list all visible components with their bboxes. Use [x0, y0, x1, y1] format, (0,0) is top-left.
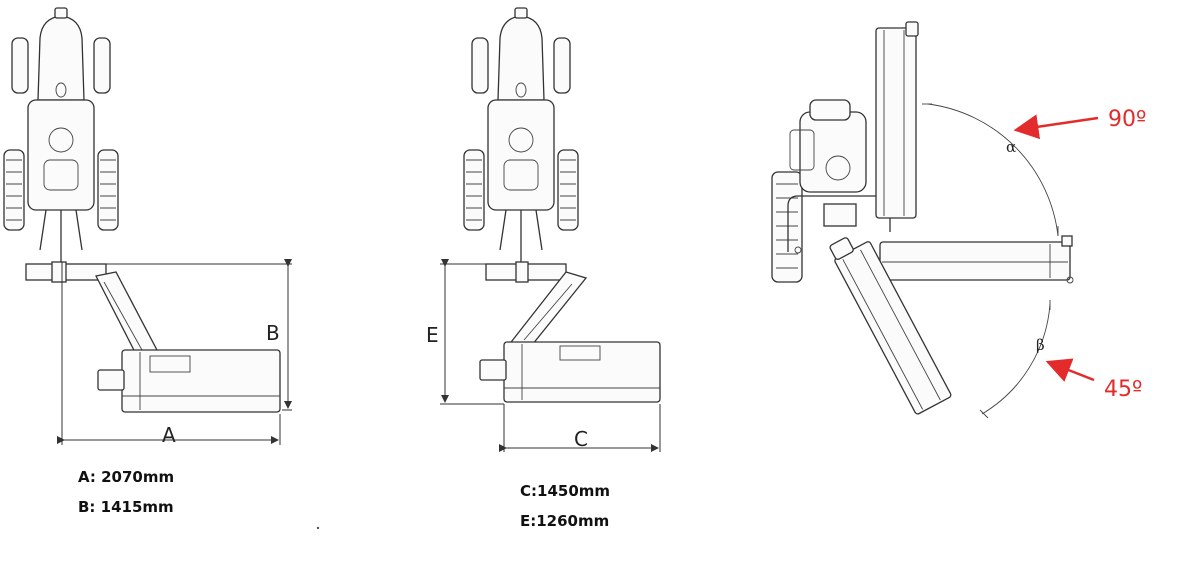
spec-a: A: 2070mm	[78, 468, 175, 486]
alpha-symbol: α	[1006, 138, 1016, 156]
angle-45-label: 45º	[1104, 377, 1142, 402]
left-view: A B	[3, 7, 292, 447]
dim-label-a: A	[162, 423, 176, 447]
dim-label-c: C	[574, 427, 588, 451]
mulcher-angled-position	[829, 237, 952, 415]
middle-view: E C	[426, 7, 661, 452]
angle-90-label: 90º	[1108, 107, 1146, 132]
red-arrow-beta	[1045, 358, 1095, 382]
spec-b: B: 1415mm	[78, 498, 174, 516]
red-arrow-alpha	[1013, 114, 1099, 140]
tractor-rear-view	[771, 99, 891, 283]
tractor-top-view-left	[3, 7, 119, 262]
beta-symbol: β	[1036, 336, 1045, 354]
mulcher-vertical-position	[875, 21, 919, 219]
mulcher-middle	[479, 261, 661, 403]
mulcher-horizontal-position	[879, 235, 1074, 284]
dimension-lines-left	[57, 259, 292, 445]
spec-c: C:1450mm	[520, 482, 611, 500]
right-view: α β 90º 45º	[771, 21, 1146, 419]
spec-e: E:1260mm	[520, 512, 610, 530]
specs-middle: C:1450mm E:1260mm	[520, 476, 610, 536]
mulcher-left	[25, 261, 281, 413]
dim-label-e: E	[426, 323, 439, 347]
stray-dot	[316, 526, 320, 530]
tractor-top-view-middle	[463, 7, 579, 262]
dim-label-b: B	[266, 321, 280, 345]
angle-arcs	[922, 103, 1059, 419]
dimension-lines-middle	[440, 259, 661, 452]
specs-left: A: 2070mm B: 1415mm	[78, 462, 174, 522]
